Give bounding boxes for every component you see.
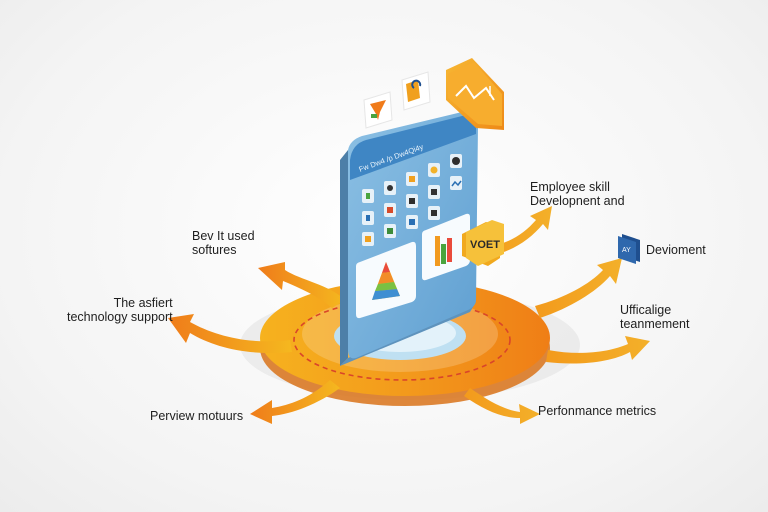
- label-preview: Perview motuurs: [150, 409, 243, 423]
- donut-icon: [452, 157, 460, 165]
- grid-icon: [366, 215, 370, 221]
- arrow-team: [546, 336, 650, 364]
- arrow-used-software: [258, 262, 345, 308]
- dots-icon: [387, 185, 393, 191]
- label-performance-text: Perfonmance metrics: [538, 404, 657, 418]
- bird-icon: [409, 219, 415, 225]
- gear-icon: [431, 189, 437, 195]
- people-icon: [387, 228, 393, 234]
- stack-icon: [409, 198, 415, 204]
- label-used-software: Bev It used softures: [192, 229, 255, 258]
- label-team: Ufficalige teanmement: [620, 303, 689, 332]
- svg-text:AY: AY: [622, 247, 631, 254]
- pyramid-icon: [372, 262, 400, 300]
- profile-card: [401, 71, 431, 111]
- voet-badge: VOET: [462, 220, 504, 266]
- bar-chart-icon: [435, 236, 452, 266]
- app-icon-grid: [362, 154, 462, 246]
- label-preview-text: Perview motuurs: [150, 409, 244, 423]
- label-team-text: Ufficalige teanmement: [620, 303, 690, 332]
- label-used-software-text: Bev It used softures: [192, 229, 255, 258]
- arrow-preview: [250, 380, 340, 424]
- funnel-card: [363, 91, 393, 129]
- wave-icon: [451, 180, 462, 187]
- label-performance: Perfonmance metrics: [538, 404, 656, 418]
- line-chart-icon: [455, 84, 495, 101]
- label-tech-support: The asfiert technology support: [67, 296, 173, 325]
- development-badge-icon: AY: [618, 234, 640, 264]
- arrow-tech-support: [168, 314, 292, 354]
- phone-header-bar: [350, 115, 476, 180]
- analytics-card: [446, 58, 504, 130]
- label-employee-skill: Employee skill Developnent and: [530, 180, 625, 209]
- label-tech-support-text: The asfiert technology support: [67, 296, 173, 325]
- arrow-development: [535, 258, 622, 318]
- check-icon: [431, 210, 437, 216]
- phone-device: Fw Dw4 /p Dw4Qi4y: [340, 111, 504, 366]
- bars-icon: [409, 176, 415, 182]
- label-development: Devioment: [646, 243, 706, 257]
- label-development-text: Devioment: [646, 243, 706, 257]
- pie-icon: [366, 193, 370, 199]
- label-employee-skill-text: Employee skill Developnent and: [530, 180, 625, 209]
- chart-icon: [387, 207, 393, 213]
- tree-icon: [365, 236, 371, 242]
- sun-icon: [430, 166, 438, 174]
- ring-dashed-line: [293, 299, 511, 381]
- arrow-performance: [464, 388, 540, 424]
- svg-text:VOET: VOET: [470, 239, 500, 251]
